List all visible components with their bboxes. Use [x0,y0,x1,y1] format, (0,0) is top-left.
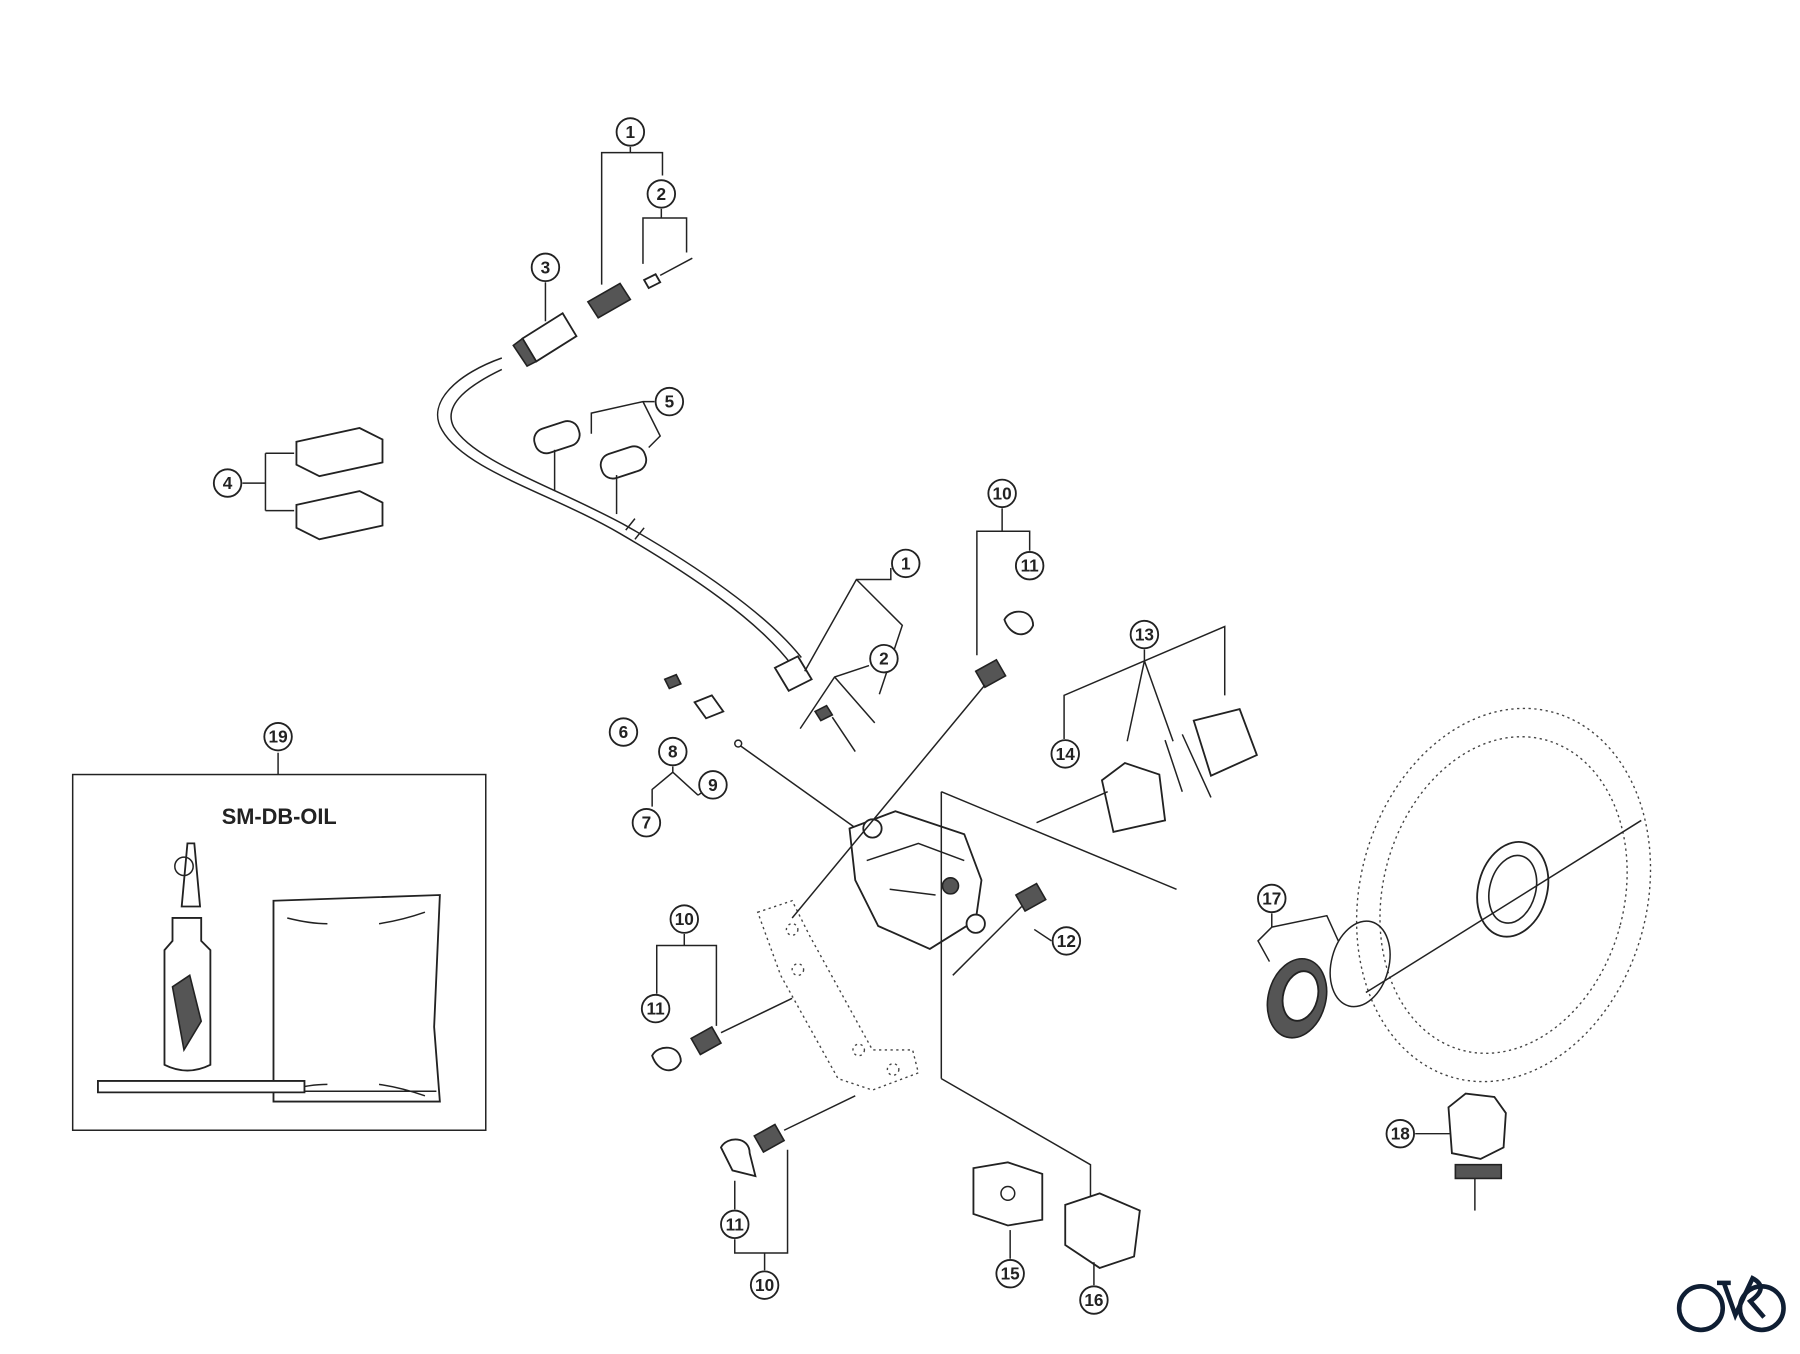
brake-hose [436,357,802,666]
callout-1: 1 [891,548,921,579]
connector-insert-top [586,257,693,319]
callout-label: 11 [726,1214,745,1234]
callout-6: 6 [608,717,639,747]
oil-kit-box: SM-DB-OIL [71,752,487,1131]
callout-8: 8 [658,736,688,767]
callout-label: 17 [1262,888,1281,908]
lock-ring [1266,920,1391,1039]
callout-17: 17 [1257,883,1287,914]
callout-label: 11 [646,999,665,1019]
callout-label: 11 [1021,556,1040,576]
callout-label: 9 [708,775,718,795]
resin-pads [972,1161,1141,1269]
callout-label: 15 [1001,1264,1021,1284]
mounting-bolts [651,610,1047,1178]
callout-label: 19 [269,727,288,747]
callout-label: 7 [642,813,652,833]
callout-2: 2 [646,179,677,209]
callout-16: 16 [1079,1285,1109,1315]
callout-1: 1 [615,117,646,147]
bike-logo-icon [1676,1275,1786,1333]
connector-insert-caliper [773,655,856,752]
hose-cover [512,311,578,368]
callout-19: 19 [263,721,293,752]
callout-10: 10 [987,478,1017,509]
callout-label: 2 [879,649,889,669]
callout-label: 12 [1057,931,1076,951]
bleed-nipple [663,673,862,833]
callout-label: 18 [1391,1124,1411,1144]
callout-label: 4 [223,473,233,493]
callout-11: 11 [1014,551,1045,581]
callout-11: 11 [720,1209,750,1240]
hose-clamp [295,427,384,541]
callout-10: 10 [669,904,699,934]
callout-label: 10 [755,1275,774,1295]
callout-label: 5 [665,392,675,412]
callout-label: 16 [1084,1290,1103,1310]
callout-label: 8 [668,742,678,762]
oil-tube [97,1079,306,1094]
oil-pouch [272,894,441,1103]
callout-label: 1 [901,553,911,573]
leader-lines [242,146,1450,1286]
callout-12: 12 [1051,926,1082,956]
callout-label: 14 [1056,744,1076,764]
callout-18: 18 [1385,1119,1415,1149]
callout-13: 13 [1129,619,1160,650]
callout-label: 10 [993,483,1012,503]
brake-pads [940,708,1259,1200]
callout-14: 14 [1050,739,1080,769]
brake-caliper [848,810,986,950]
kit-title: SM-DB-OIL [222,804,337,829]
callout-label: 13 [1135,625,1154,645]
callout-4: 4 [212,468,243,498]
callout-15: 15 [995,1258,1025,1289]
callout-10: 10 [749,1270,780,1300]
callout-11: 11 [640,993,671,1024]
callout-3: 3 [530,252,561,283]
callout-label: 2 [657,184,667,204]
mount-adapter [756,899,920,1091]
oil-bottle [163,842,212,1072]
callout-label: 10 [675,909,694,929]
callout-5: 5 [654,386,685,417]
lockring-tool [1447,1092,1507,1211]
hose-adapters [533,420,648,515]
callout-label: 6 [619,722,629,742]
callout-9: 9 [698,770,728,800]
disc-rotor [1355,707,1652,1083]
callout-label: 3 [541,257,551,277]
callout-label: 1 [626,122,636,142]
callout-2: 2 [869,643,899,674]
callout-7: 7 [631,808,662,838]
